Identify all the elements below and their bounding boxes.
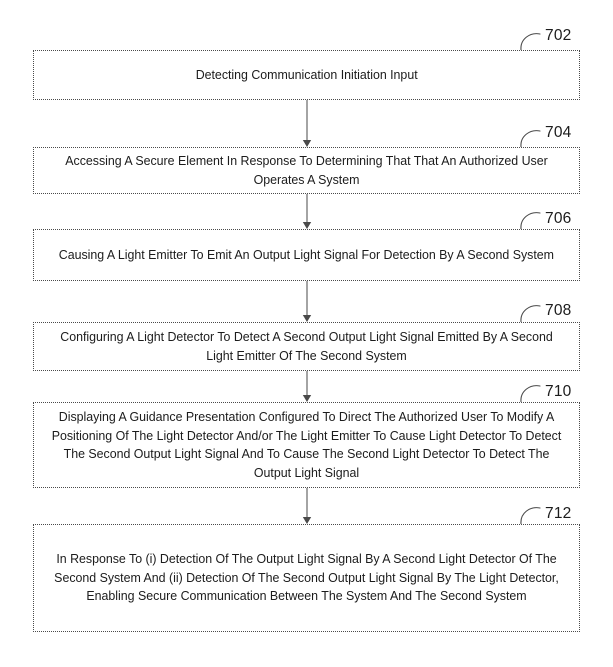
arrow-connector-710-to-712: [302, 488, 312, 524]
process-box-label: Detecting Communication Initiation Input: [195, 67, 418, 82]
reference-numeral-712: 712: [545, 505, 572, 522]
leader-line-706: [520, 212, 541, 230]
reference-numeral-706: 706: [545, 210, 572, 227]
reference-numeral-710: 710: [545, 383, 572, 400]
process-box-708: Configuring A Light Detector To Detect A…: [33, 322, 580, 371]
arrowhead-icon: [302, 222, 312, 229]
process-box-label: Accessing A Secure Element In Response T…: [65, 154, 548, 187]
reference-numeral-708: 708: [545, 302, 572, 319]
process-box-712: In Response To (i) Detection Of The Outp…: [33, 524, 580, 632]
leader-line-702: [520, 33, 541, 51]
process-box-706: Causing A Light Emitter To Emit An Outpu…: [33, 229, 580, 281]
arrow-connector-708-to-710: [302, 371, 312, 402]
arrowhead-icon: [302, 140, 312, 147]
arrow-connector-704-to-706: [302, 194, 312, 229]
process-box-label: In Response To (i) Detection Of The Outp…: [54, 552, 559, 604]
reference-numeral-702: 702: [545, 27, 572, 44]
process-box-label: Displaying A Guidance Presentation Confi…: [51, 410, 562, 480]
process-box-label: Causing A Light Emitter To Emit An Outpu…: [58, 247, 555, 262]
process-box-label: Configuring A Light Detector To Detect A…: [60, 330, 553, 363]
arrow-connector-706-to-708: [302, 281, 312, 322]
leader-line-708: [520, 305, 541, 323]
leader-line-712: [520, 507, 541, 525]
arrow-connector-702-to-704: [302, 100, 312, 147]
leader-line-710: [520, 385, 541, 403]
process-box-702: Detecting Communication Initiation Input: [33, 50, 580, 100]
leader-line-704: [520, 130, 541, 148]
reference-numeral-704: 704: [545, 124, 572, 141]
arrowhead-icon: [302, 315, 312, 322]
process-box-704: Accessing A Secure Element In Response T…: [33, 147, 580, 194]
arrowhead-icon: [302, 395, 312, 402]
arrowhead-icon: [302, 517, 312, 524]
process-box-710: Displaying A Guidance Presentation Confi…: [33, 402, 580, 488]
